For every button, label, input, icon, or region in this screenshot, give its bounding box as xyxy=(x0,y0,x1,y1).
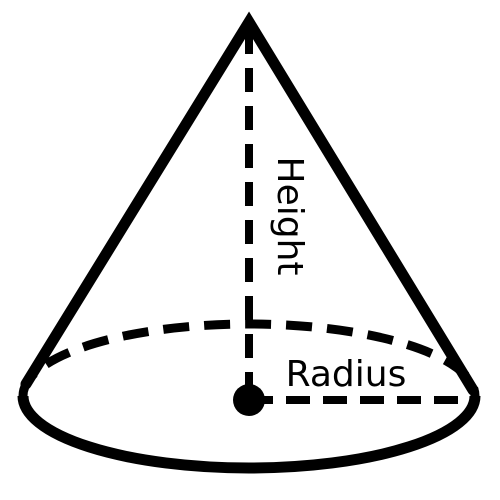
base-center-point xyxy=(233,384,265,416)
cone-sides xyxy=(20,11,479,396)
base-front-arc xyxy=(17,395,481,474)
radius-label: Radius xyxy=(286,354,407,395)
height-label: Height xyxy=(269,156,310,275)
base-back-dashed-arc xyxy=(18,319,480,397)
